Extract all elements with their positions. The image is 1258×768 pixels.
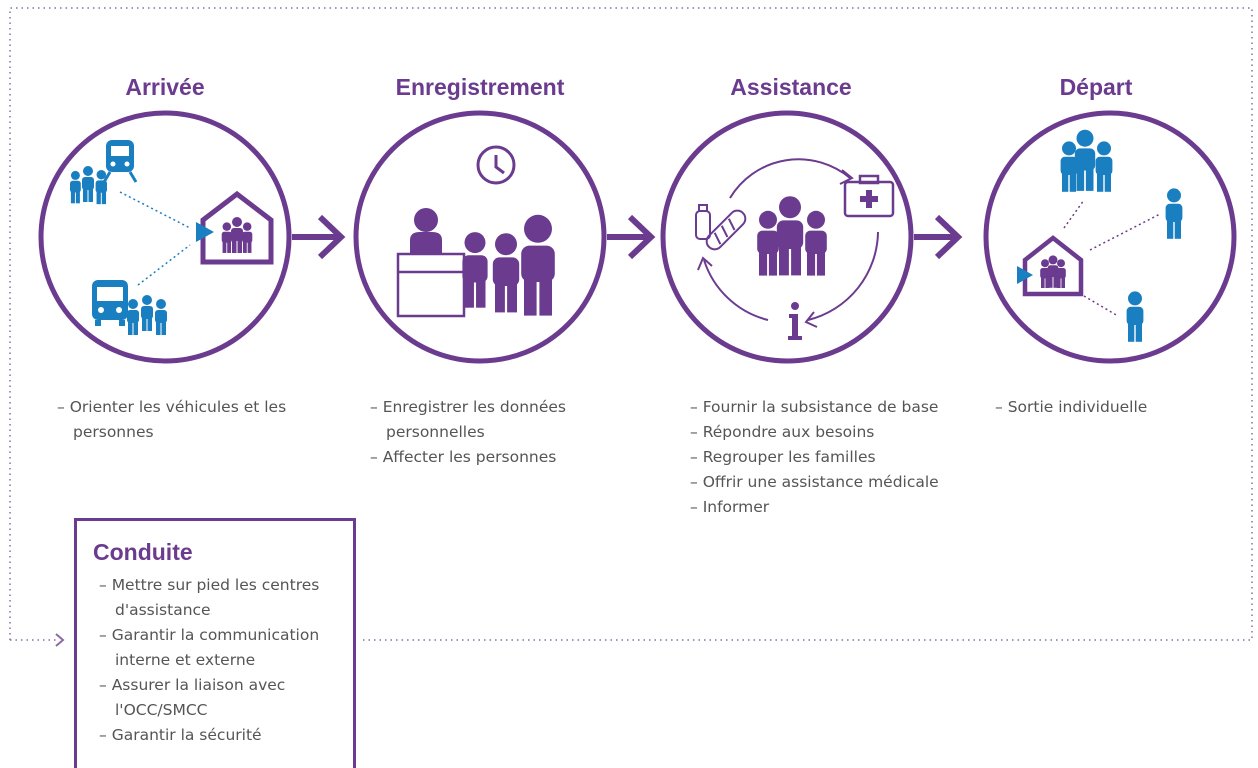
play-icon — [1017, 266, 1033, 284]
arrow-right-icon — [607, 214, 656, 260]
reception-desk-icon — [396, 208, 466, 318]
train-icon — [102, 140, 138, 183]
stage-title-assistance: Assistance — [730, 74, 852, 100]
list-item: Sortie individuelle — [995, 395, 1235, 420]
stage-title-enregistrement: Enregistrement — [395, 74, 565, 100]
conduite-list: Mettre sur pied les centres d'assistance… — [99, 573, 359, 748]
info-icon — [788, 302, 802, 340]
stage-list-assistance: Fournir la subsistance de base Répondre … — [690, 395, 980, 520]
list-item: Garantir la sécurité — [99, 723, 359, 748]
list-item: Répondre aux besoins — [690, 420, 980, 445]
stage-list-depart: Sortie individuelle — [995, 395, 1235, 420]
arrow-right-icon — [292, 214, 346, 260]
first-aid-kit-icon — [843, 174, 895, 218]
list-item: Assurer la liaison avec l'OCC/SMCC — [99, 673, 359, 723]
shelter-icon — [200, 190, 274, 265]
arrow-right-icon — [914, 214, 963, 260]
list-item: Fournir la subsistance de base — [690, 395, 980, 420]
dotted-path — [1063, 199, 1161, 317]
list-item: Regrouper les familles — [690, 445, 980, 470]
cycle-arrows — [697, 158, 879, 328]
list-item: Mettre sur pied les centres d'assistance — [99, 573, 359, 623]
dotted-frame — [9, 7, 1253, 641]
list-item: Affecter les personnes — [370, 445, 610, 470]
conduite-box: Conduite Mettre sur pied les centres d'a… — [74, 518, 356, 768]
dotted-path — [119, 191, 191, 286]
chevron-right-icon — [55, 633, 65, 647]
list-item: Orienter les véhicules et les personnes — [57, 395, 287, 445]
stage-circle-depart — [983, 110, 1237, 364]
clock-icon — [476, 145, 516, 185]
list-item: Enregistrer les données personnelles — [370, 395, 610, 445]
conduite-title: Conduite — [93, 539, 193, 565]
shelter-icon — [1022, 235, 1084, 297]
stage-title-depart: Départ — [1059, 74, 1133, 100]
play-icon — [196, 222, 214, 242]
stage-title-arrivee: Arrivée — [125, 74, 205, 100]
list-item: Garantir la communication interne et ext… — [99, 623, 359, 673]
stage-list-arrivee: Orienter les véhicules et les personnes — [57, 395, 287, 445]
list-item: Offrir une assistance médicale — [690, 470, 980, 495]
stage-list-enregistrement: Enregistrer les données personnelles Aff… — [370, 395, 610, 470]
bottle-icon — [695, 204, 711, 240]
list-item: Informer — [690, 495, 980, 520]
bus-icon — [92, 280, 128, 326]
bread-icon — [705, 209, 747, 251]
